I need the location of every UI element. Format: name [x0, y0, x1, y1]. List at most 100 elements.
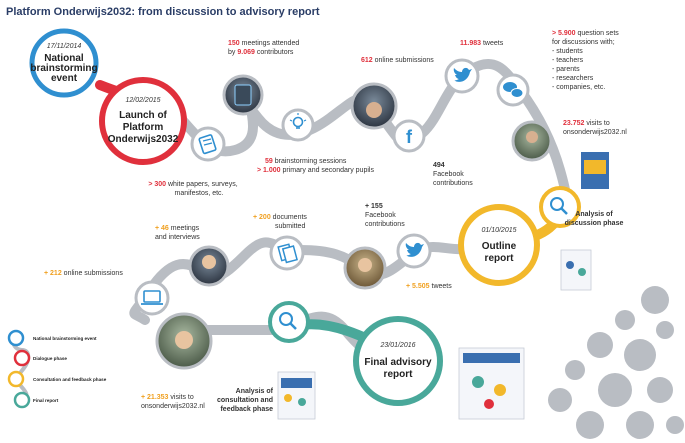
svg-text:feedback phase: feedback phase: [220, 406, 273, 413]
svg-text:494: 494: [433, 162, 445, 169]
legend-item-dialogue: Dialogue phase: [13, 349, 67, 367]
analysis-discussion-line-2: discussion phase: [565, 220, 624, 227]
stat-facebook-494: 494 Facebook contributions: [433, 162, 473, 187]
svg-text:manifestos, etc.: manifestos, etc.: [174, 190, 223, 197]
stat-white-papers: > 300 white papers, surveys, manifestos,…: [148, 181, 237, 197]
legend: National brainstorming event Dialogue ph…: [7, 329, 107, 409]
svg-text:- companies, etc.: - companies, etc.: [552, 84, 605, 91]
search-icon: [268, 301, 310, 343]
milestone-national-brainstorming: 17/11/2014 National brainstorming event: [29, 28, 99, 98]
stat-question-sets: > 5.900 question sets for discussions wi…: [552, 30, 619, 91]
svg-text:Consultation and feedback phas: Consultation and feedback phase: [33, 377, 107, 382]
lightbulb-icon: [281, 108, 315, 142]
search-icon: [539, 186, 581, 228]
stat-tweets-5505: + 5.505 tweets: [406, 283, 452, 290]
svg-text:f: f: [406, 127, 413, 147]
svg-text:report: report: [384, 369, 414, 380]
svg-text:National brainstorming event: National brainstorming event: [33, 336, 97, 341]
decorative-dots: [548, 286, 684, 439]
svg-text:Facebook: Facebook: [433, 171, 464, 178]
svg-text:submitted: submitted: [275, 223, 305, 230]
svg-text:onsonderwijs2032.nl: onsonderwijs2032.nl: [563, 129, 627, 136]
stat-online-612: 612 online submissions: [361, 57, 434, 64]
svg-text:Final advisory: Final advisory: [364, 357, 432, 368]
photo-girl-chalkboard: [350, 82, 398, 130]
photo-boy-eating: [188, 245, 230, 287]
stat-tweets-11983: 11.983 tweets: [460, 40, 504, 47]
stat-visits-21353: + 21.353 visits to onsonderwijs2032.nl: [141, 394, 205, 410]
svg-text:+ 200 documents: + 200 documents: [253, 214, 307, 221]
photo-boy-chalkboard: [155, 312, 213, 370]
stat-meetings-46: + 46 meetings and interviews: [155, 225, 200, 241]
svg-text:> 300 white papers, surveys,: > 300 white papers, surveys,: [148, 181, 237, 188]
svg-text:contributions: contributions: [365, 221, 405, 228]
svg-text:59 brainstorming sessions: 59 brainstorming sessions: [265, 158, 347, 165]
analysis-consultation: Analysis of consultation and feedback ph…: [217, 388, 274, 413]
svg-text:for discussions with;: for discussions with;: [552, 39, 615, 46]
stat-documents-200: + 200 documents submitted: [253, 214, 307, 230]
svg-text:contributions: contributions: [433, 180, 473, 187]
svg-text:> 5.900 question sets: > 5.900 question sets: [552, 30, 619, 37]
svg-text:01/10/2015: 01/10/2015: [481, 227, 516, 234]
svg-text:150 meetings attended: 150 meetings attended: [228, 40, 299, 47]
report-thumbnail-discussion: [581, 152, 609, 189]
svg-text:11.983 tweets: 11.983 tweets: [460, 40, 504, 47]
stat-online-212: + 212 online submissions: [44, 270, 123, 277]
svg-text:17/11/2014: 17/11/2014: [47, 43, 82, 50]
svg-text:+ 21.353 visits to: + 21.353 visits to: [141, 394, 194, 401]
stat-brainstorm-sessions: 59 brainstorming sessions > 1.000 primar…: [257, 158, 374, 174]
svg-text:Dialogue phase: Dialogue phase: [33, 356, 67, 361]
stat-facebook-155: + 155 Facebook contributions: [365, 203, 405, 228]
svg-text:Analysis of: Analysis of: [236, 388, 274, 395]
svg-text:Facebook: Facebook: [365, 212, 396, 219]
svg-text:12/02/2015: 12/02/2015: [125, 97, 160, 104]
report-thumbnail-final: [458, 347, 525, 420]
svg-text:by 9.069 contributors: by 9.069 contributors: [228, 49, 294, 56]
facebook-icon: f: [392, 119, 426, 153]
twitter-icon: [444, 58, 480, 94]
milestone-launch: 12/02/2015 Launch of Platform Onderwijs2…: [99, 77, 187, 165]
svg-text:23/01/2016: 23/01/2016: [379, 342, 415, 349]
svg-text:event: event: [51, 73, 78, 84]
svg-text:612 online submissions: 612 online submissions: [361, 57, 434, 64]
report-thumbnail-consultation: [277, 371, 316, 420]
milestone-final-report: 23/01/2016 Final advisory report: [353, 316, 443, 406]
laptop-icon: [134, 280, 170, 316]
svg-text:Platform: Platform: [123, 122, 164, 133]
report-thumbnail-outline: [560, 249, 592, 291]
page-title: Platform Onderwijs2032: from discussion …: [6, 6, 320, 18]
svg-text:- researchers: - researchers: [552, 75, 594, 82]
svg-text:+ 155: + 155: [365, 203, 383, 210]
svg-text:onsonderwijs2032.nl: onsonderwijs2032.nl: [141, 403, 205, 410]
svg-text:consultation and: consultation and: [217, 397, 273, 404]
svg-text:23.752 visits to: 23.752 visits to: [563, 120, 610, 127]
timeline-path-middle: [129, 235, 495, 325]
timeline-path: [147, 59, 571, 210]
milestone-outline: 01/10/2015 Outline report: [458, 204, 540, 286]
photo-boy-smiling: [343, 246, 387, 290]
stat-meetings: 150 meetings attended by 9.069 contribut…: [228, 40, 299, 56]
svg-text:- students: - students: [552, 48, 583, 55]
svg-text:+ 212 online submissions: + 212 online submissions: [44, 270, 123, 277]
photo-tablet: [222, 74, 264, 116]
svg-text:- parents: - parents: [552, 66, 580, 73]
legend-item-final: Final report: [13, 391, 59, 409]
svg-text:brainstorming: brainstorming: [30, 63, 97, 74]
analysis-discussion-line-1: Analysis of: [575, 211, 613, 218]
clipboard-icon: [190, 126, 226, 162]
twitter-icon: [396, 233, 432, 269]
svg-text:Launch of: Launch of: [119, 110, 167, 121]
chat-icon: [496, 73, 530, 107]
svg-text:report: report: [485, 253, 515, 264]
svg-text:> 1.000 primary and secondary: > 1.000 primary and secondary pupils: [257, 167, 374, 174]
photo-teacher: [511, 120, 553, 162]
svg-text:+ 46 meetings: + 46 meetings: [155, 225, 200, 232]
legend-item-national: National brainstorming event: [7, 329, 97, 347]
svg-text:+ 5.505 tweets: + 5.505 tweets: [406, 283, 452, 290]
svg-text:and interviews: and interviews: [155, 234, 200, 241]
svg-text:Outline: Outline: [482, 241, 517, 252]
svg-text:Onderwijs2032: Onderwijs2032: [108, 134, 179, 145]
legend-item-consultation: Consultation and feedback phase: [7, 370, 107, 388]
documents-icon: [269, 235, 305, 271]
